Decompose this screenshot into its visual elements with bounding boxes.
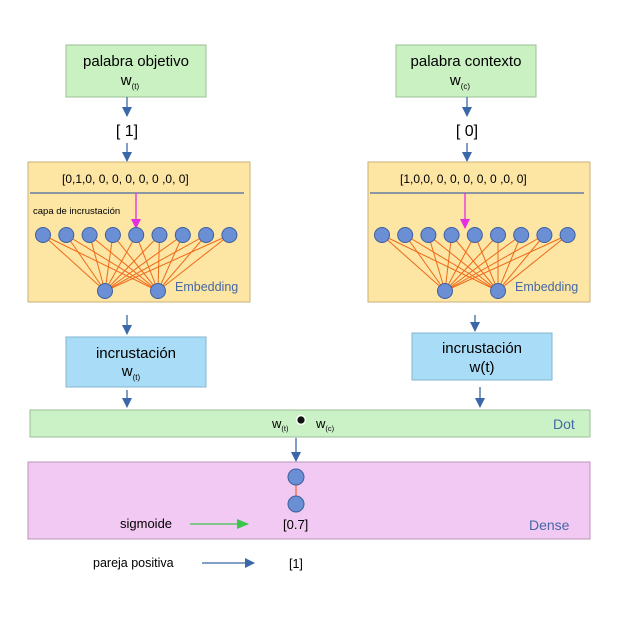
context-label-value: [ 0] [456,123,478,140]
left-embedding-edges [42,234,230,292]
right-edge-1-1 [404,234,499,292]
right-edge-2-0 [427,234,446,292]
right-edge-1-0 [404,234,446,292]
left-input-node [174,227,191,243]
dot-left-symbol: w(t) [271,416,289,433]
right-edge-3-1 [451,234,499,292]
right-output-node [490,283,506,299]
left-embedding-layer-note: capa de incrustación [33,206,120,217]
right-edge-6-0 [444,234,522,292]
right-embedding-vector: [1,0,0, 0, 0, 0, 0, 0 ,0, 0] [400,172,527,186]
right-input-node [536,227,553,243]
left-input-node [81,227,98,243]
right-embedding-nodes [374,227,576,299]
right-input-node [490,227,506,243]
right-input-node [374,227,390,243]
dense-layer-label: Dense [529,517,570,533]
right-edge-4-0 [444,234,476,292]
dot-operator [297,416,305,424]
right-edge-6-1 [497,234,522,292]
left-input-node [35,227,51,243]
right-edge-8-0 [444,234,568,292]
right-edge-4-1 [474,234,499,292]
left-input-node [221,227,238,243]
right-edge-3-0 [444,234,453,292]
right-input-node [466,227,483,243]
left-input-node [128,227,145,243]
right-edge-7-0 [444,234,545,292]
target-word-title: palabra objetivo [83,53,189,70]
left-input-node [104,227,121,243]
right-input-node [513,227,530,243]
right-embedding-layer-label: Embedding [515,280,578,294]
right-embedding-box: [1,0,0, 0, 0, 0, 0, 0 ,0, 0] Embedding [367,161,591,303]
left-edge-3-0 [104,234,114,292]
left-edge-2-1 [89,234,159,292]
dot-right-symbol: w(c) [315,416,335,433]
left-edge-7-0 [104,234,207,292]
right-input-node [420,227,437,243]
dense-output-node [287,495,305,513]
left-embedding-layer-label: Embedding [175,280,238,294]
right-input-node [559,227,576,243]
left-output-symbol: w(t) [121,363,141,382]
right-edge-8-1 [497,234,568,292]
left-embedding-box: [0,1,0, 0, 0, 0, 0, 0 ,0, 0] capa de inc… [27,161,251,303]
right-edge-0-0 [381,234,446,292]
left-edge-5-0 [104,234,160,292]
dense-layer-box: sigmoide [0.7] Dense [27,461,591,540]
legend-label: pareja positiva [93,556,174,570]
right-embedding-edges [381,234,568,292]
left-edge-8-0 [104,234,230,292]
left-edge-0-0 [42,234,106,292]
left-edge-5-1 [157,234,160,292]
context-word-symbol: w(c) [449,72,471,91]
left-output-node [150,283,166,299]
left-edge-2-0 [89,234,106,292]
left-edge-6-0 [104,234,184,292]
right-output-box: incrustación w(t) [411,332,553,381]
right-edge-2-1 [428,234,499,292]
right-output-title: incrustación [442,340,522,357]
dense-activation-label: sigmoide [120,516,172,531]
right-edge-7-1 [497,234,545,292]
left-output-box: incrustación w(t) [65,336,207,388]
target-label-value: [ 1] [116,123,138,140]
context-word-title: palabra contexto [411,53,522,70]
left-edge-6-1 [157,234,184,292]
left-edge-1-1 [66,234,159,292]
context-word-box: palabra contexto w(c) [395,44,537,98]
left-edge-3-1 [112,234,159,292]
left-input-node [151,227,168,243]
left-edge-7-1 [157,234,207,292]
right-edge-5-0 [444,234,499,292]
left-edge-4-1 [135,234,159,292]
dot-layer-label: Dot [553,416,575,432]
right-input-node [397,227,414,243]
left-embedding-nodes [35,227,238,299]
dot-layer-bar: w(t) w(c) Dot [29,409,591,438]
target-word-symbol: w(t) [120,72,140,91]
left-edge-1-0 [65,234,106,292]
left-output-title: incrustación [96,345,176,362]
left-embedding-vector: [0,1,0, 0, 0, 0, 0, 0 ,0, 0] [62,172,189,186]
dense-output-value: [0.7] [283,517,308,532]
dense-hidden-node [287,468,305,486]
left-edge-4-0 [104,234,137,292]
left-output-node [97,283,113,299]
left-input-node [198,227,215,243]
left-edge-8-1 [157,234,230,292]
right-edge-0-1 [381,234,499,292]
right-input-node [443,227,460,243]
right-output-value: w(t) [469,359,495,376]
legend-value: [1] [289,557,303,571]
target-word-box: palabra objetivo w(t) [65,44,207,98]
left-input-node [58,227,75,243]
right-output-node [437,283,453,299]
left-edge-0-1 [42,234,159,292]
dot-operator-ring [295,414,307,426]
